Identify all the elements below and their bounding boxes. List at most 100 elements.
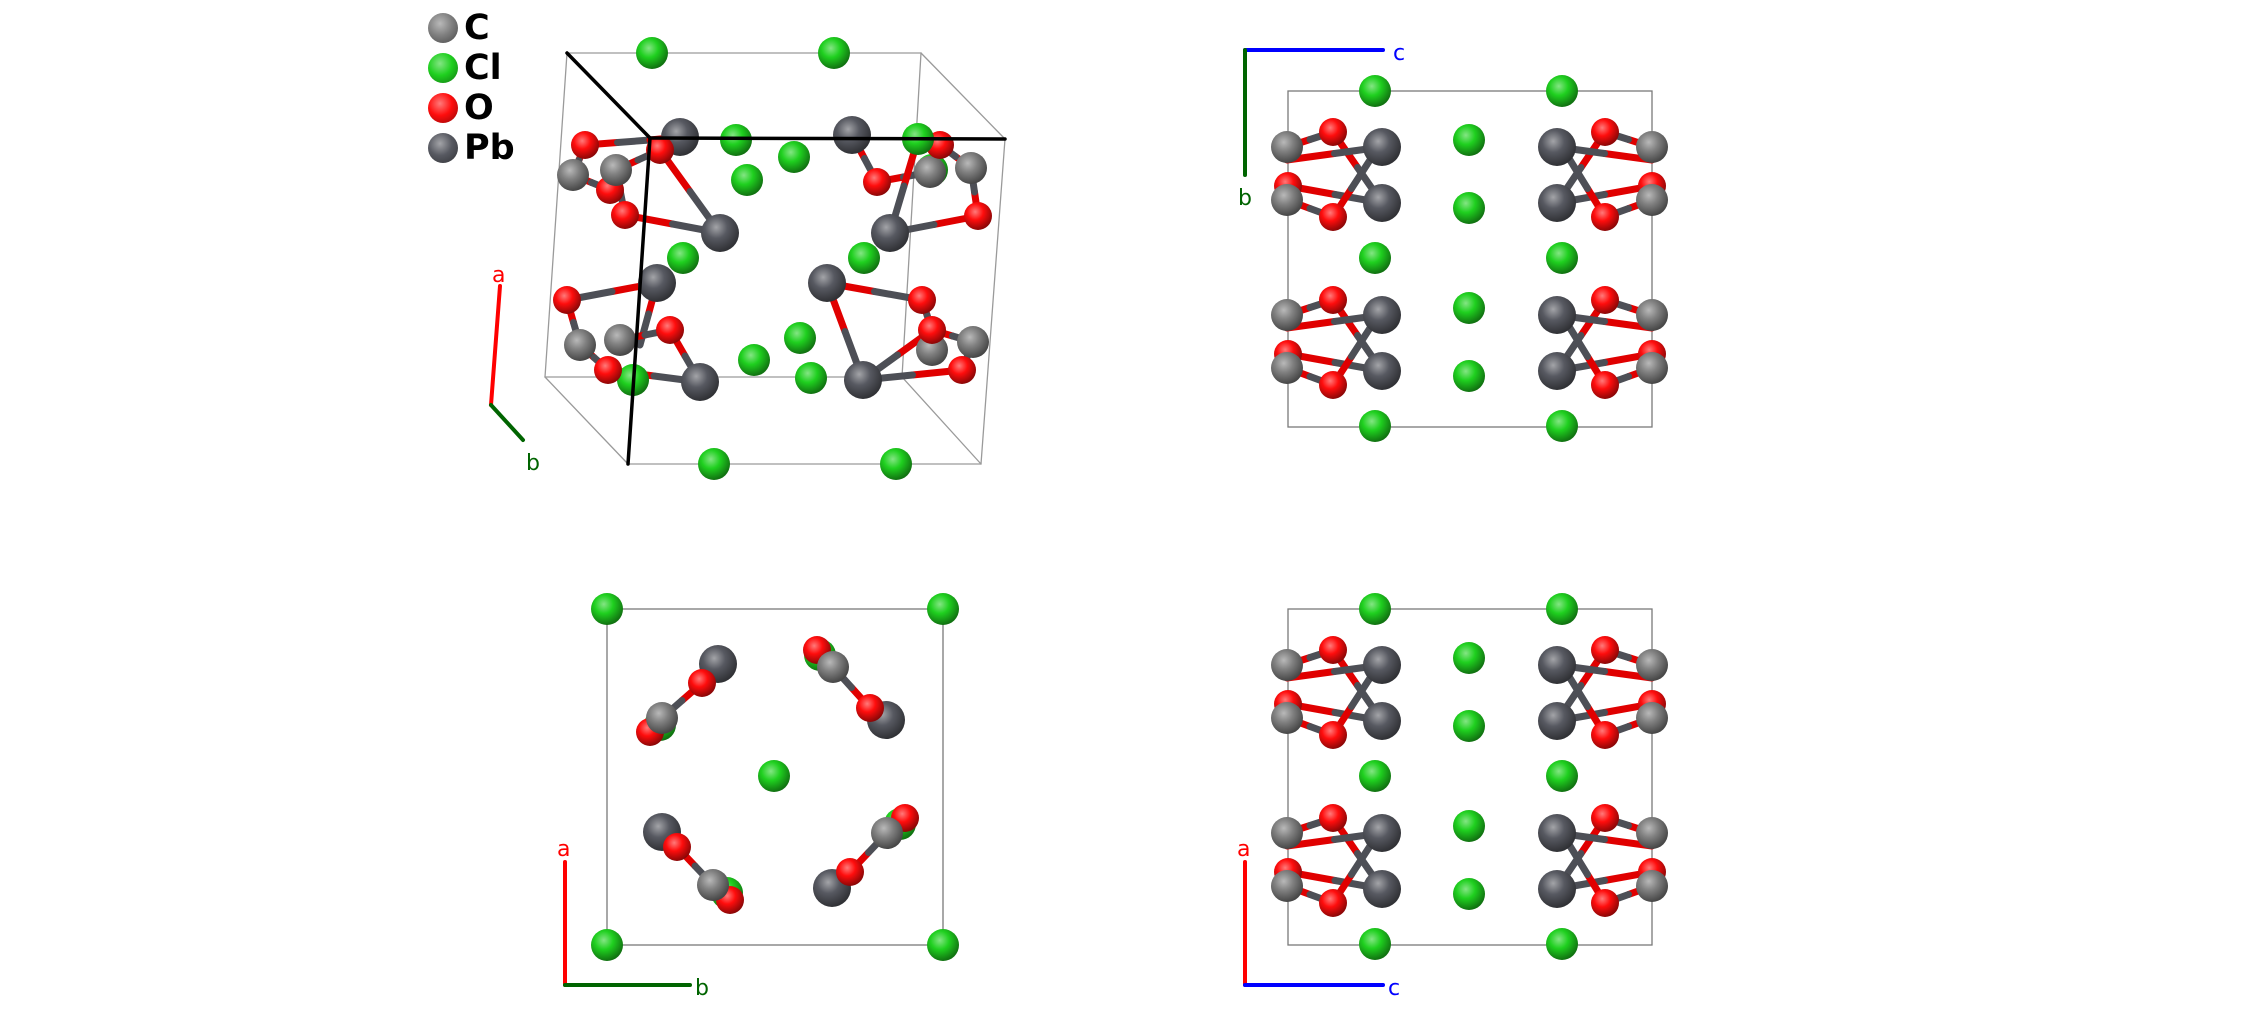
- chlorine-atom: [698, 448, 730, 480]
- lead-atom: [701, 214, 739, 252]
- oxygen-atom: [1319, 721, 1347, 749]
- bond: [1348, 674, 1374, 710]
- lead-atom: [1363, 814, 1401, 852]
- unit-cell-edge: [901, 376, 982, 465]
- chlorine-atom: [667, 242, 699, 274]
- carbon-atom: [1636, 184, 1668, 216]
- chlorine-atom: [1546, 760, 1578, 792]
- axis-a-line: [489, 284, 502, 407]
- chlorine-atom: [1546, 75, 1578, 107]
- lead-atom: [1363, 184, 1401, 222]
- oxygen-atom: [1319, 371, 1347, 399]
- chlorine-atom: [848, 242, 880, 274]
- chlorine-atom: [1453, 710, 1485, 742]
- carbon-atom: [1271, 817, 1303, 849]
- unit-cell-edge: [980, 138, 1006, 465]
- bond: [614, 136, 654, 146]
- oxygen-atom: [663, 833, 691, 861]
- oxygen-atom: [1591, 371, 1619, 399]
- oxygen-atom: [656, 316, 684, 344]
- carbon-atom: [817, 651, 849, 683]
- carbon-atom: [697, 869, 729, 901]
- axis-a-label: a: [492, 263, 505, 288]
- oxygen-atom: [611, 201, 639, 229]
- oxygen-atom: [1591, 203, 1619, 231]
- lead-atom: [871, 214, 909, 252]
- lead-atom: [1538, 128, 1576, 166]
- oxygen-atom-icon: [428, 93, 458, 123]
- unit-cell-edge: [544, 376, 629, 465]
- chlorine-atom: [1359, 75, 1391, 107]
- lead-atom: [1538, 870, 1576, 908]
- axis-c-label: c: [1388, 976, 1400, 1001]
- chlorine-atom: [1453, 810, 1485, 842]
- cell-axis-line: [626, 136, 652, 466]
- bond: [1348, 842, 1374, 878]
- axis-a-label: a: [1237, 837, 1250, 862]
- lead-atom: [1538, 352, 1576, 390]
- chlorine-atom: [636, 37, 668, 69]
- bond: [1566, 324, 1591, 360]
- axis-b-label: b: [526, 451, 540, 476]
- lead-atom: [1538, 646, 1576, 684]
- bond: [636, 310, 652, 349]
- legend-item-pb: Pb: [428, 128, 515, 168]
- unit-cell-edge: [544, 52, 568, 378]
- view-along-b-panel: ac: [1237, 593, 1668, 1001]
- chlorine-atom: [1359, 410, 1391, 442]
- lead-atom: [1363, 128, 1401, 166]
- chlorine-atom: [591, 929, 623, 961]
- carbon-atom: [916, 334, 948, 366]
- lead-atom: [833, 116, 871, 154]
- carbon-atom: [1636, 131, 1668, 163]
- chlorine-atom: [1453, 878, 1485, 910]
- oxygen-atom: [1591, 118, 1619, 146]
- axis-b-line: [489, 403, 525, 442]
- oxygen-atom: [571, 131, 599, 159]
- chlorine-atom: [1546, 593, 1578, 625]
- oxygen-atom: [594, 356, 622, 384]
- chlorine-atom: [1546, 928, 1578, 960]
- carbon-atom: [1636, 870, 1668, 902]
- oxygen-atom: [1319, 118, 1347, 146]
- chlorine-atom: [1359, 928, 1391, 960]
- oxygen-atom: [908, 286, 936, 314]
- carbon-atom: [1271, 870, 1303, 902]
- cell-axis-line: [648, 136, 1007, 141]
- oxygen-atom: [553, 286, 581, 314]
- chlorine-atom: [927, 593, 959, 625]
- unit-cell-box: [606, 608, 944, 946]
- view-along-c-panel: ab: [557, 593, 959, 1001]
- chlorine-atom: [1546, 410, 1578, 442]
- chlorine-atom: [758, 760, 790, 792]
- axis-b-label: b: [1238, 186, 1252, 211]
- oxygen-atom: [646, 136, 674, 164]
- lead-atom: [1363, 702, 1401, 740]
- chlorine-atom-icon: [428, 53, 458, 83]
- oxygen-atom: [863, 168, 891, 196]
- chlorine-atom: [1359, 593, 1391, 625]
- oxygen-atom: [1319, 203, 1347, 231]
- axis-c-label: c: [1393, 41, 1405, 66]
- axis-a-label: a: [557, 837, 570, 862]
- bond: [1566, 156, 1591, 192]
- carbon-atom: [564, 329, 596, 361]
- chlorine-atom: [1453, 124, 1485, 156]
- chlorine-atom: [818, 37, 850, 69]
- oxygen-atom: [1591, 804, 1619, 832]
- carbon-atom: [1271, 184, 1303, 216]
- chlorine-atom: [880, 448, 912, 480]
- unit-cell-edge: [901, 52, 922, 378]
- chlorine-atom: [1359, 760, 1391, 792]
- lead-atom: [681, 363, 719, 401]
- lead-atom: [1538, 296, 1576, 334]
- oxygen-atom: [1591, 636, 1619, 664]
- chlorine-atom: [1546, 242, 1578, 274]
- chlorine-atom: [1453, 192, 1485, 224]
- chlorine-atom: [731, 164, 763, 196]
- perspective-view-panel: ab: [489, 37, 1007, 480]
- oxygen-atom: [1319, 636, 1347, 664]
- oxygen-atom: [964, 202, 992, 230]
- oxygen-atom: [836, 858, 864, 886]
- chlorine-atom: [795, 362, 827, 394]
